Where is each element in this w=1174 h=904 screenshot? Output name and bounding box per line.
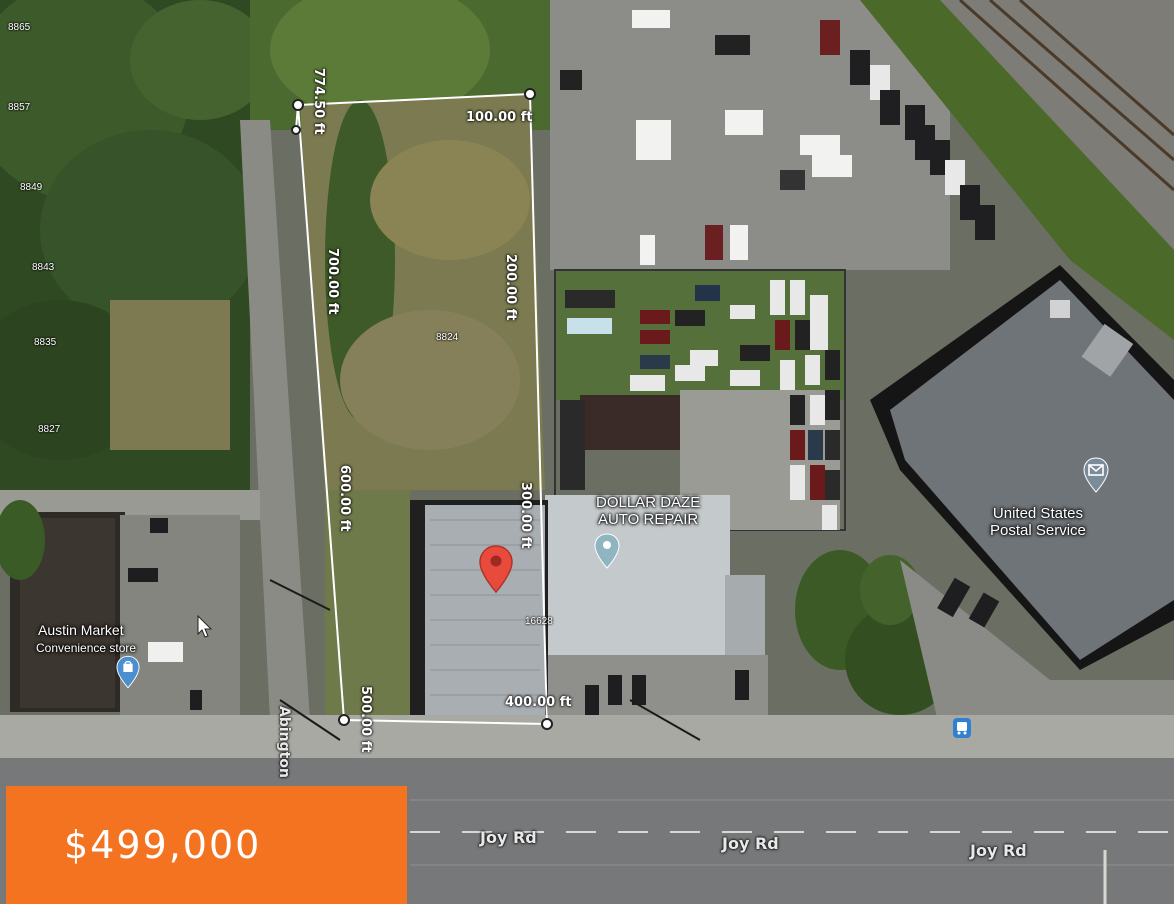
road-label-joy-3: Joy Rd xyxy=(970,841,1027,860)
price-banner: $499,000 xyxy=(6,786,407,904)
parcel-label-16628: 16628 xyxy=(525,616,553,627)
parcel-label-8824: 8824 xyxy=(436,332,459,343)
poi-usps-label: United States Postal Service xyxy=(990,505,1086,539)
measure-label-774: 774.50 ft xyxy=(311,68,326,135)
measure-label-200: 200.00 ft xyxy=(503,254,518,321)
poi-pin-icon[interactable] xyxy=(594,533,620,569)
road-label-joy-1: Joy Rd xyxy=(480,828,537,847)
poi-dollar-daze-line1: DOLLAR DAZE xyxy=(596,494,701,511)
mail-icon[interactable] xyxy=(1083,457,1109,493)
shopping-bag-icon[interactable] xyxy=(116,655,140,689)
parcel-label-8857: 8857 xyxy=(8,102,31,113)
measure-label-600: 600.00 ft xyxy=(337,465,352,532)
road-label-abington: Abington xyxy=(276,706,292,778)
parcel-label-8865: 8865 xyxy=(8,22,31,33)
measure-label-500: 500.00 ft xyxy=(358,686,373,753)
poi-austin-market-sub: Convenience store xyxy=(36,641,137,655)
bus-stop-icon[interactable] xyxy=(953,718,971,738)
parcel-label-8827: 8827 xyxy=(38,424,61,435)
measure-label-400: 400.00 ft xyxy=(505,695,572,710)
cursor-arrow-icon xyxy=(197,615,213,638)
map-pin-icon[interactable] xyxy=(478,544,514,594)
poi-dollar-daze-line2: AUTO REPAIR xyxy=(597,511,699,528)
measure-label-300: 300.00 ft xyxy=(518,482,533,549)
poi-usps-line1: United States xyxy=(992,505,1083,522)
poi-austin-market-label: Austin Market xyxy=(38,622,124,638)
measure-label-100: 100.00 ft xyxy=(466,110,533,125)
listing-price: $499,000 xyxy=(64,823,262,867)
parcel-label-8849: 8849 xyxy=(20,182,43,193)
poi-dollar-daze-label: DOLLAR DAZE AUTO REPAIR xyxy=(596,494,700,528)
road-label-joy-2: Joy Rd xyxy=(722,834,779,853)
measure-label-700: 700.00 ft xyxy=(325,248,340,315)
measure-vertices[interactable] xyxy=(291,88,553,730)
parcel-label-8843: 8843 xyxy=(32,262,55,273)
poi-usps-line2: Postal Service xyxy=(990,522,1086,539)
parcel-label-8835: 8835 xyxy=(34,337,57,348)
